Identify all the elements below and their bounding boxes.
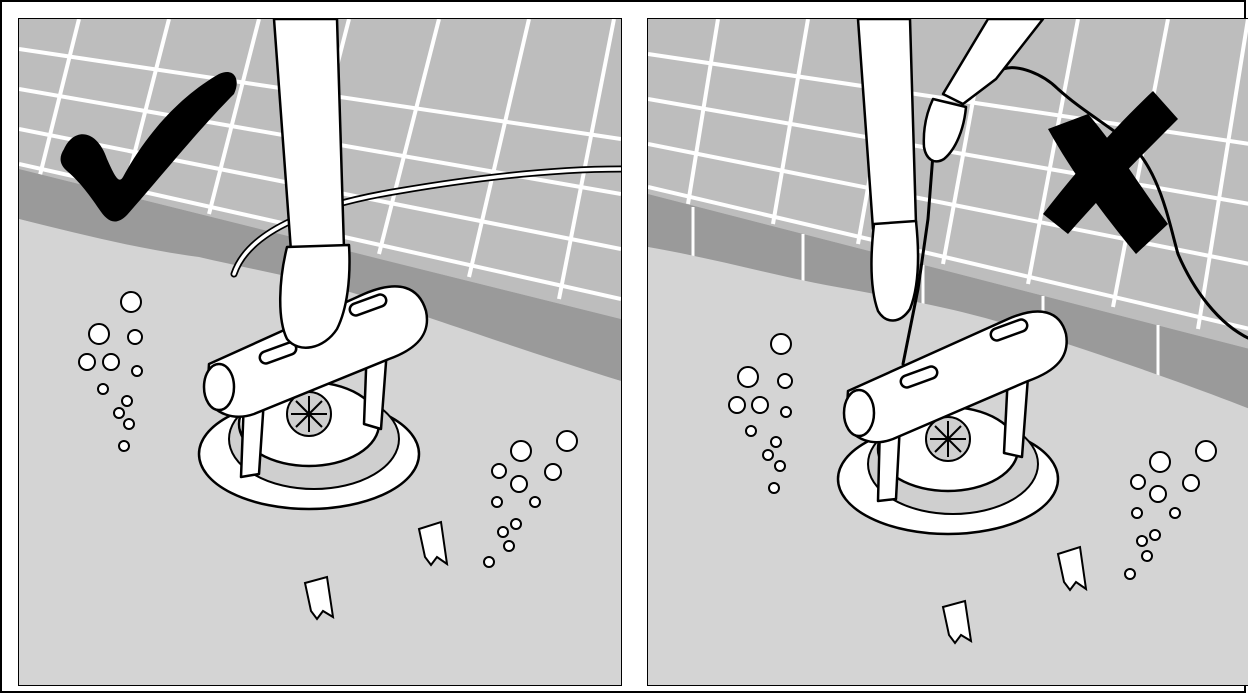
air-bubbles-right: [483, 430, 578, 568]
air-bubbles-left: [728, 333, 793, 494]
pool-robot: [197, 285, 429, 511]
pool-robot: [836, 310, 1068, 536]
debris-leaf: [417, 520, 449, 567]
debris-leaf: [941, 599, 973, 645]
scene-correct: [19, 19, 621, 685]
hands-pulling-cable: [856, 19, 1045, 322]
debris-leaf: [1056, 545, 1088, 592]
power-cable: [230, 165, 621, 278]
robot-handle: [205, 285, 429, 418]
checkmark-icon: [60, 71, 237, 222]
cross-icon: [1043, 91, 1178, 254]
hand-holding-handle: [272, 19, 351, 349]
debris-leaf: [303, 575, 335, 621]
panel-incorrect-lift-by-cable: [647, 18, 1248, 686]
panel-correct-lift-by-handle: [18, 18, 622, 686]
air-bubbles-left: [78, 291, 143, 452]
robot-handle: [844, 310, 1068, 444]
air-bubbles-right: [1124, 440, 1217, 580]
scene-incorrect: [648, 19, 1248, 685]
